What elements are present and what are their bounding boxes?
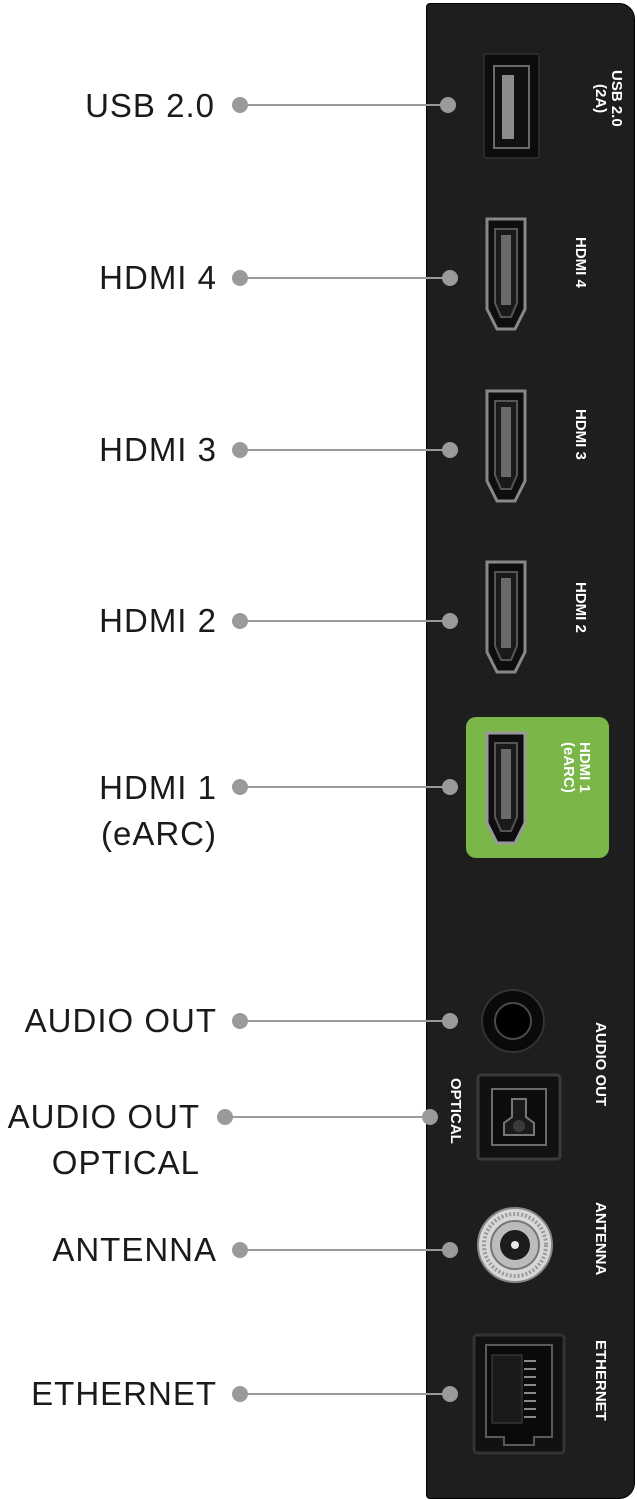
panel-label-line: USB 2.0 [608, 70, 625, 127]
panel-label-line: ANTENNA [592, 1202, 609, 1276]
port-label-hdmi4: HDMI 4 [99, 255, 217, 301]
port-label-antenna: ANTENNA [52, 1227, 217, 1273]
usb-port-icon [483, 53, 540, 159]
port-label-line: OPTICAL [51, 1144, 200, 1181]
connector-dot-end [442, 1386, 458, 1402]
port-label-line: AUDIO OUT [7, 1098, 200, 1135]
port-label-ethernet: ETHERNET [31, 1371, 217, 1417]
panel-label-line: (eARC) [560, 742, 577, 793]
coax-port-icon [477, 1207, 553, 1283]
connector-line [240, 1020, 450, 1022]
connector-dot-start [232, 442, 248, 458]
panel-label-hdmi4: HDMI 4 [572, 237, 589, 288]
port-label-hdmi3: HDMI 3 [99, 427, 217, 473]
port-label-line: USB 2.0 [85, 87, 215, 124]
connector-dot-end [442, 442, 458, 458]
port-label-line: HDMI 1 [99, 769, 217, 806]
panel-label-antenna: ANTENNA [592, 1202, 609, 1276]
port-label-line: AUDIO OUT [24, 1002, 217, 1039]
hdmi-port-icon [485, 731, 527, 845]
connector-dot-end [442, 1242, 458, 1258]
panel-label-line: HDMI 3 [572, 409, 589, 460]
panel-label-optical: OPTICAL [447, 1078, 464, 1144]
connector-dot-start [217, 1109, 233, 1125]
panel-label-line: (2A) [592, 83, 609, 113]
panel-label-audio-out: AUDIO OUT [592, 1022, 609, 1107]
connector-line [240, 620, 450, 622]
connector-dot-end [442, 1013, 458, 1029]
connector-dot-end [442, 779, 458, 795]
port-label-optical: AUDIO OUT OPTICAL [8, 1094, 200, 1186]
port-label-line: ETHERNET [31, 1375, 217, 1412]
connector-dot-start [232, 1386, 248, 1402]
panel-label-hdmi1: HDMI 1(eARC) [560, 742, 593, 793]
connector-line [225, 1116, 430, 1118]
port-label-usb: USB 2.0 [85, 83, 215, 129]
connector-line [240, 449, 450, 451]
port-label-line: HDMI 2 [99, 602, 217, 639]
connector-line [240, 104, 448, 106]
panel-label-line: HDMI 2 [572, 582, 589, 633]
panel-label-hdmi2: HDMI 2 [572, 582, 589, 633]
panel-label-usb: USB 2.0(2A) [592, 70, 625, 127]
panel-label-ethernet: ETHERNET [592, 1340, 609, 1421]
panel-label-line: ETHERNET [592, 1340, 609, 1421]
panel-label-line: HDMI 4 [572, 237, 589, 288]
audio-jack-icon [481, 989, 545, 1053]
hdmi-port-icon [485, 560, 527, 674]
connector-dot-start [232, 1242, 248, 1258]
panel-label-hdmi3: HDMI 3 [572, 409, 589, 460]
hdmi-port-icon [485, 389, 527, 503]
hdmi-port-icon [485, 217, 527, 331]
connector-dot-end [422, 1109, 438, 1125]
port-label-hdmi1: HDMI 1 (eARC) [99, 765, 217, 857]
port-label-hdmi2: HDMI 2 [99, 598, 217, 644]
port-label-line: HDMI 4 [99, 259, 217, 296]
connector-line [240, 1393, 450, 1395]
connector-line [240, 1249, 450, 1251]
port-label-audio-out: AUDIO OUT [25, 998, 217, 1044]
port-label-line: HDMI 3 [99, 431, 217, 468]
connector-dot-start [232, 1013, 248, 1029]
connector-line [240, 277, 450, 279]
connector-dot-end [442, 613, 458, 629]
ethernet-port-icon [472, 1333, 566, 1455]
connector-dot-start [232, 779, 248, 795]
connector-dot-start [232, 270, 248, 286]
panel-label-line: OPTICAL [447, 1078, 464, 1144]
panel-label-line: AUDIO OUT [592, 1022, 609, 1107]
optical-port-icon [476, 1073, 562, 1161]
connector-dot-end [440, 97, 456, 113]
port-label-line: ANTENNA [52, 1231, 217, 1268]
connector-dot-start [232, 613, 248, 629]
connector-line [240, 786, 450, 788]
connector-dot-start [232, 97, 248, 113]
panel-label-line: HDMI 1 [576, 742, 593, 793]
port-label-line: (eARC) [100, 815, 217, 852]
connector-dot-end [442, 270, 458, 286]
